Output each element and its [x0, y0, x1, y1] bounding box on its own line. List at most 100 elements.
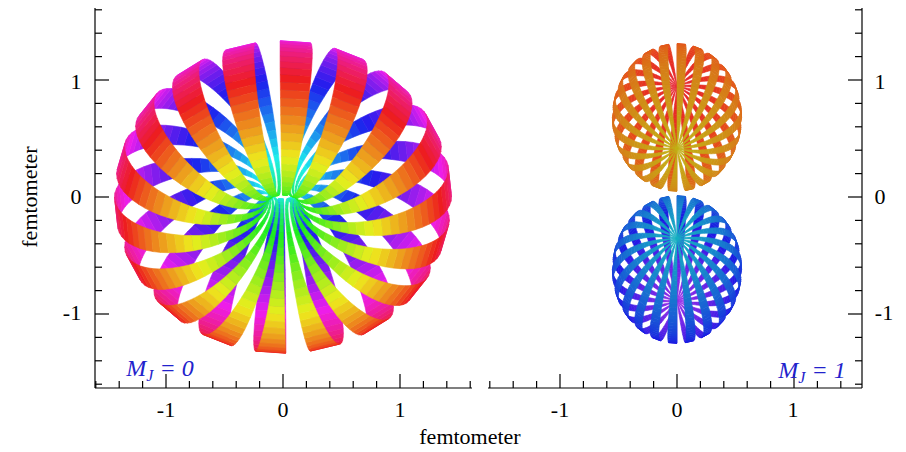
ribbon-piece: [257, 214, 262, 222]
ribbon-piece: [233, 264, 247, 278]
ribbon-piece: [275, 162, 280, 170]
ribbon-piece: [278, 240, 284, 248]
axis-stroke: [489, 381, 490, 388]
axis-stroke: [855, 384, 862, 385]
axis-stroke: [855, 220, 862, 221]
ribbon-piece: [176, 203, 189, 222]
ribbon-piece: [277, 247, 284, 256]
axis-stroke: [95, 337, 102, 338]
ribbon-piece: [677, 198, 686, 200]
ribbon-piece: [274, 264, 284, 273]
ribbon-piece: [677, 301, 680, 304]
axis-stroke: [583, 381, 584, 388]
torus-ribbons: [115, 41, 452, 353]
ribbon-piece: [192, 235, 202, 250]
ribbon-piece: [672, 95, 675, 100]
ribbon-piece: [236, 117, 262, 131]
axis-stroke: [95, 313, 109, 314]
ribbon-piece: [694, 296, 698, 300]
axis-stroke: [94, 8, 95, 388]
axis-stroke: [513, 381, 514, 388]
axis-stroke: [95, 126, 102, 127]
ribbon-piece: [656, 87, 660, 91]
ribbon-piece: [280, 219, 284, 226]
ribbon-piece: [675, 78, 677, 82]
ribbon-piece: [373, 219, 383, 236]
ribbon-piece: [677, 282, 679, 287]
ribbon-piece: [677, 301, 679, 305]
ribbon-piece: [213, 253, 226, 268]
ribbon-piece: [286, 213, 289, 219]
axis-stroke: [653, 381, 654, 388]
ribbon-piece: [182, 232, 205, 254]
ribbon-piece: [677, 273, 681, 278]
axis-stroke: [446, 381, 447, 388]
ribbon-piece: [279, 232, 284, 240]
ribbon-piece: [233, 227, 241, 238]
ribbon-piece: [267, 306, 284, 315]
ribbon-piece: [677, 197, 686, 199]
ribbon-piece: [665, 296, 669, 299]
ribbon-piece: [274, 154, 280, 162]
axis-stroke: [470, 381, 471, 388]
ribbon-piece: [273, 273, 284, 282]
ribbon-piece: [280, 214, 283, 220]
axis-stroke: [95, 290, 102, 291]
ribbon-piece: [181, 168, 200, 189]
ribbon-piece: [324, 121, 350, 138]
axis-stroke: [236, 381, 237, 388]
axis-stroke: [306, 381, 307, 388]
axis-stroke: [855, 173, 862, 174]
axes: [95, 8, 862, 388]
ribbon-piece: [308, 213, 314, 221]
ribbon-piece: [677, 298, 681, 301]
axis-stroke: [676, 374, 677, 388]
ribbon-piece: [240, 224, 247, 234]
ribbon-piece: [677, 299, 681, 301]
ribbon-piece: [333, 261, 347, 276]
ribbon-piece: [319, 218, 326, 227]
axis-stroke: [95, 103, 102, 104]
axis-stroke: [282, 374, 283, 388]
axis-stroke: [95, 33, 102, 34]
ribbon-piece: [674, 74, 676, 78]
axis-stroke: [855, 360, 862, 361]
axis-stroke: [855, 150, 862, 151]
ribbon-piece: [673, 86, 677, 88]
axis-stroke: [423, 381, 424, 388]
ribbon-piece: [276, 169, 280, 176]
axis-stroke: [855, 290, 862, 291]
ribbon-piece: [313, 216, 319, 224]
axis-stroke: [95, 267, 102, 268]
ribbon-piece: [376, 181, 393, 202]
axis-stroke: [353, 381, 354, 388]
ribbon-piece: [272, 281, 285, 290]
ribbon-piece: [279, 198, 284, 200]
ribbon-piece: [246, 221, 252, 230]
ribbon-piece: [678, 305, 680, 309]
ribbon-piece: [664, 300, 668, 302]
ribbon-piece: [277, 175, 280, 181]
axis-stroke: [855, 9, 862, 10]
axis-stroke: [488, 387, 862, 388]
ribbon-piece: [281, 115, 306, 125]
ribbon-piece: [668, 188, 677, 190]
ribbon-piece: [201, 138, 225, 157]
ribbon-piece: [357, 148, 379, 169]
axis-stroke: [142, 381, 143, 388]
ribbon-piece: [668, 187, 677, 189]
ribbon-piece: [673, 114, 677, 119]
axis-stroke: [536, 381, 537, 388]
axis-stroke: [848, 313, 862, 314]
axis-stroke: [855, 243, 862, 244]
axis-stroke: [723, 381, 724, 388]
ribbon-piece: [279, 225, 283, 232]
ribbon-piece: [280, 202, 283, 205]
ribbon-piece: [674, 109, 678, 114]
ribbon-piece: [705, 292, 709, 298]
ribbon-piece: [254, 267, 267, 279]
ribbon-piece: [286, 225, 291, 233]
ribbon-piece: [281, 205, 284, 209]
